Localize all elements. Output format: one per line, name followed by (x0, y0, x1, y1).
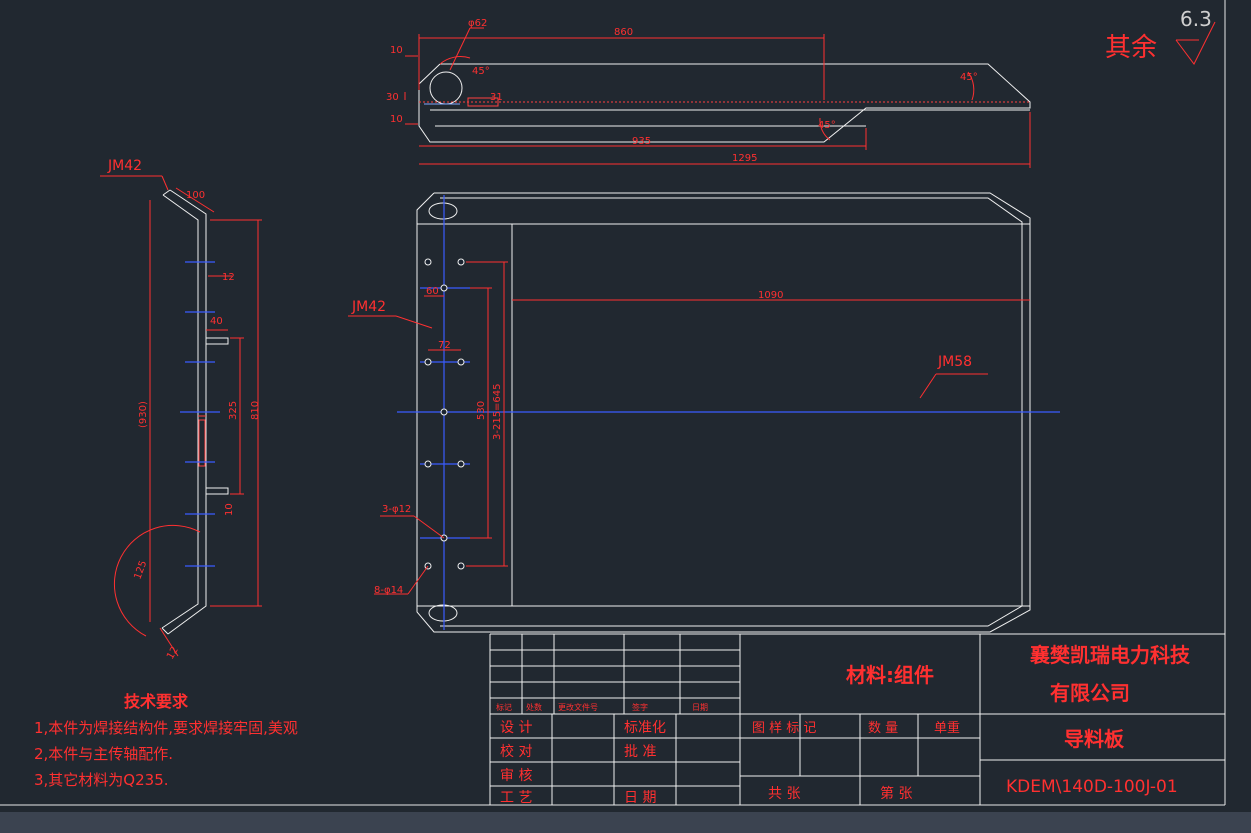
dim-3x215: 3-215=645 (492, 383, 503, 440)
part-name: 导料板 (1064, 727, 1125, 751)
tech-note-3: 3,其它材料为Q235. (34, 771, 169, 789)
dim-1295: 1295 (732, 153, 757, 164)
rev-header-mark: 标记 (496, 702, 512, 712)
roughness-label: 其余 (1105, 33, 1157, 63)
dim-angle-left: 45° (472, 66, 490, 77)
rev-header-count: 处数 (526, 702, 542, 712)
company-line-1: 襄樊凯瑞电力科技 (1029, 643, 1191, 667)
stage-header-qty: 数 量 (868, 721, 898, 736)
dim-10-bottom: 10 (390, 114, 403, 125)
row-design: 设 计 (500, 720, 532, 736)
front-view (416, 192, 1031, 633)
dim-31: 31 (490, 92, 503, 103)
dim-12: 12 (222, 272, 235, 283)
dim-30: 30 (386, 92, 399, 103)
roughness-value: 6.3 (1180, 7, 1212, 31)
side-label-jm42: JM42 (107, 158, 142, 174)
dim-60: 60 (426, 286, 439, 297)
dim-325: 325 (228, 401, 239, 420)
dim-angle-right: 45° (960, 72, 978, 83)
stage-header-weight: 单重 (934, 720, 960, 736)
dim-12-bottom: 12 (165, 645, 181, 662)
dim-810: 810 (250, 401, 261, 420)
tech-notes-title: 技术要求 (124, 692, 189, 711)
dim-930: (930) (138, 401, 149, 428)
dim-1090: 1090 (758, 290, 783, 301)
roughness-symbol: 其余 6.3 (1105, 7, 1216, 65)
dim-angle-mid: 45° (818, 120, 836, 131)
tech-note-1: 1,本件为焊接结构件,要求焊接牢固,美观 (34, 719, 298, 737)
title-block-grid (489, 633, 1225, 805)
rev-header-doc: 更改文件号 (558, 702, 598, 712)
side-view-centerlines (180, 261, 220, 567)
dim-holes-big: 8-φ14 (374, 585, 403, 596)
dim-10-top: 10 (390, 45, 403, 56)
sheet-total: 共 张 (768, 786, 800, 802)
stage-header-mark: 图 样 标 记 (752, 721, 816, 736)
sheet-no: 第 张 (880, 785, 912, 802)
status-bar (0, 812, 1251, 833)
top-view-dim-text: φ62 860 935 1295 10 10 30 31 45° 45° 45° (386, 18, 978, 164)
row-check: 校 对 (500, 743, 532, 760)
row-approve: 批 准 (624, 744, 656, 760)
front-label-jm58: JM58 (937, 354, 972, 370)
front-label-jm42: JM42 (351, 299, 386, 315)
material-label: 材料:组件 (846, 663, 934, 687)
title-block-text: 标记 处数 更改文件号 签字 日期 设 计 标准化 校 对 批 准 审 核 工 … (496, 643, 1191, 806)
row-standard: 标准化 (624, 720, 666, 736)
dim-100: 100 (186, 190, 205, 201)
dim-72: 72 (438, 340, 451, 351)
drawing-frame (0, 0, 1226, 806)
dim-phi62: φ62 (468, 18, 487, 29)
front-view-holes (424, 258, 465, 570)
dim-r125: 125 (132, 559, 149, 581)
company-line-2: 有限公司 (1050, 681, 1130, 705)
front-view-dim-text: JM42 JM58 1090 60 72 530 3-215=645 3-φ12… (351, 286, 972, 596)
side-view-dimensions (100, 175, 262, 657)
dim-935: 935 (632, 136, 651, 147)
rev-header-sign: 签字 (632, 702, 648, 712)
drawing-number: KDEM\140D-100J-01 (1006, 777, 1178, 797)
dim-10: 10 (224, 503, 235, 516)
dim-530: 530 (476, 401, 487, 420)
dim-holes-small: 3-φ12 (382, 504, 411, 515)
tech-note-2: 2,本件与主传轴配作. (34, 745, 173, 763)
top-view (418, 63, 1031, 143)
front-view-dimensions (348, 261, 1030, 595)
top-view-dimensions (404, 27, 1031, 168)
rev-header-date: 日期 (692, 703, 708, 712)
row-review: 审 核 (500, 768, 532, 784)
row-date: 日 期 (624, 790, 656, 806)
tech-notes: 技术要求 1,本件为焊接结构件,要求焊接牢固,美观 2,本件与主传轴配作. 3,… (34, 692, 298, 789)
side-view-dim-text: JM42 100 12 40 325 810 (930) 10 125 12 (107, 158, 261, 662)
dim-860: 860 (614, 27, 633, 38)
dim-40: 40 (210, 316, 223, 327)
row-process: 工 艺 (500, 790, 532, 806)
